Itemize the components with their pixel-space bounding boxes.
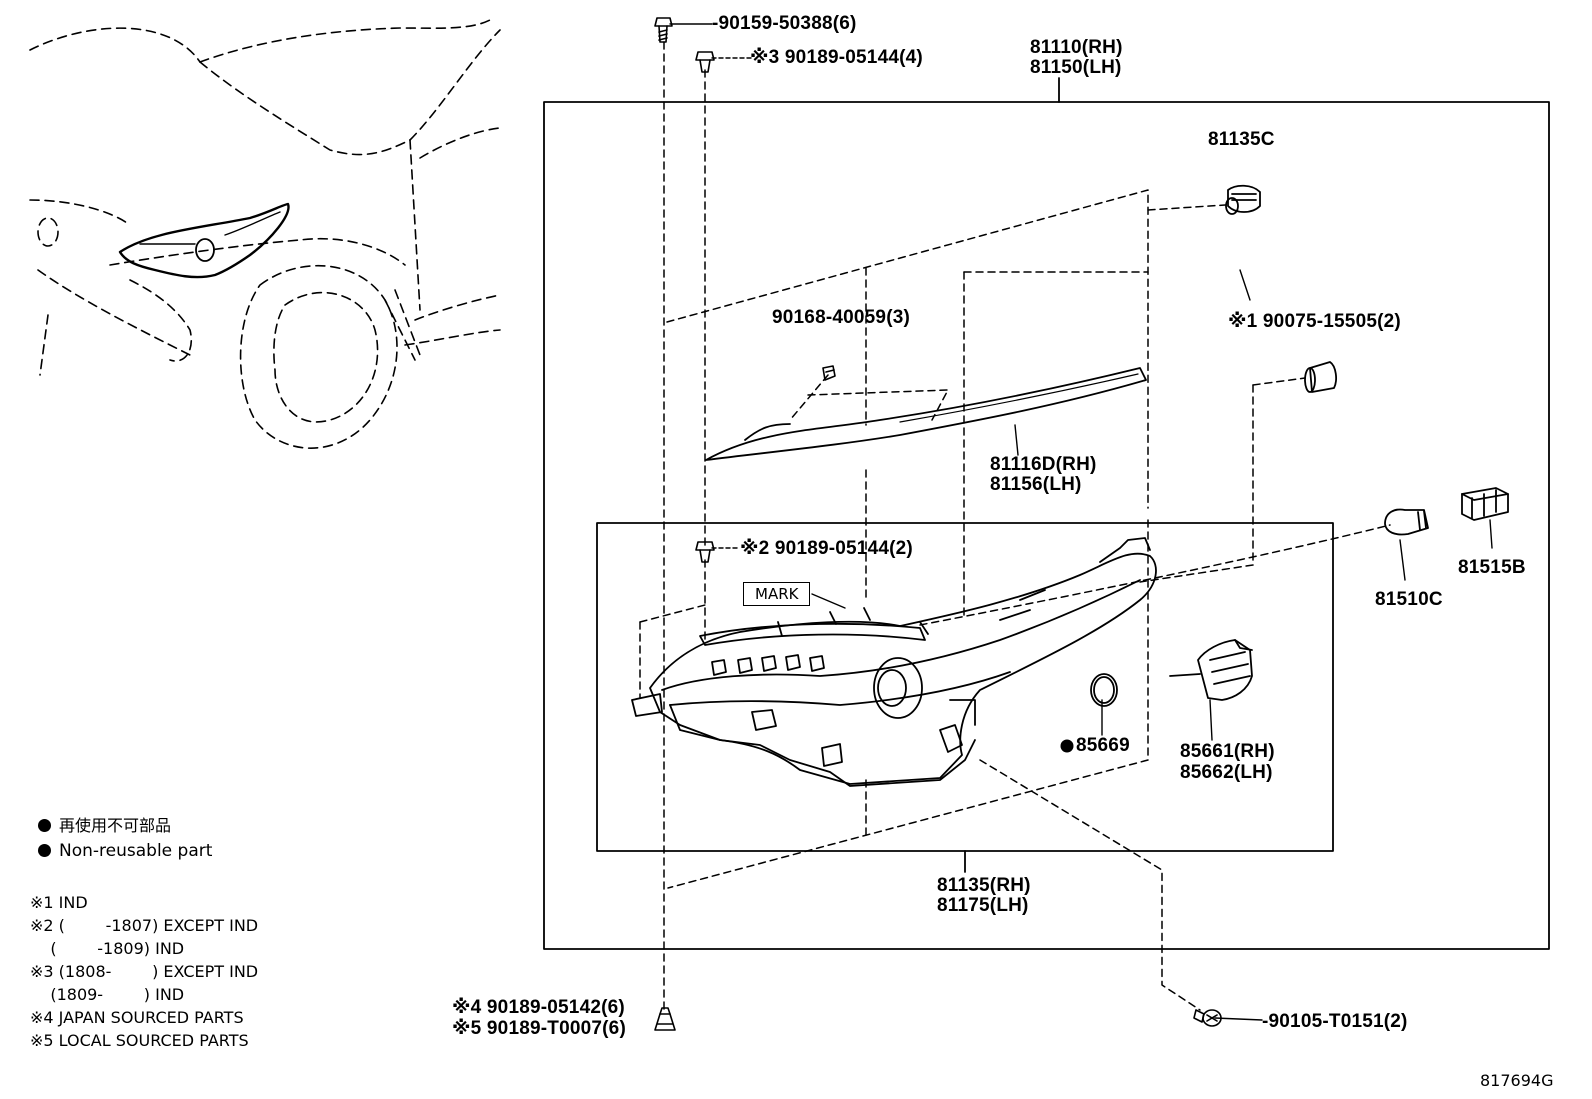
callout-motor-lh: 85662(LH) (1180, 762, 1273, 783)
diagram-id: 817694G (1480, 1071, 1554, 1090)
callout-screw-trim: 90168-40059(3) (772, 307, 911, 328)
callout-bulb-81510c: 81510C (1375, 589, 1443, 610)
callout-screw-bottom: -90105-T0151(2) (1262, 1011, 1408, 1032)
callout-clip-note3: ※3 90189-05144(4) (750, 47, 923, 68)
callout-trim-rh: 81116D(RH) (990, 454, 1097, 475)
legend-nonreusable-ja-text: 再使用不可部品 (59, 816, 172, 835)
mark-label: MARK (743, 582, 811, 606)
headlamp-unit-frame (596, 522, 1334, 852)
legend-note3b: (1809- ) IND (30, 985, 185, 1004)
callout-gasket: 85669 (1076, 735, 1130, 756)
clip-bottom-icon (654, 1007, 676, 1031)
legend-note4: ※4 JAPAN SOURCED PARTS (30, 1008, 244, 1027)
legend-bullet-icon (38, 819, 51, 832)
legend-note2b: ( -1809) IND (30, 939, 185, 958)
legend-note3a: ※3 (1808- ) EXCEPT IND (30, 962, 259, 981)
socket-81515b-icon (1461, 487, 1509, 521)
callout-motor-rh: 85661(RH) (1180, 741, 1275, 762)
headlamp-unit-icon (631, 537, 1157, 787)
vehicle-inset-illustration (29, 19, 501, 449)
callout-unit-rh: 81135(RH) (937, 875, 1031, 896)
bolt-top-icon (654, 17, 673, 43)
nonreusable-marker-icon (1060, 739, 1074, 753)
grommet-icon (1304, 361, 1337, 393)
callout-socket-81135c: 81135C (1208, 129, 1275, 150)
bulb-81510c-icon (1384, 508, 1429, 536)
legend-note1: ※1 IND (30, 893, 88, 912)
callout-assembly-rh: 81110(RH) (1030, 37, 1123, 58)
trim-strip-icon (705, 367, 1147, 461)
gasket-icon (1090, 673, 1118, 707)
assembly-outer-frame (543, 101, 1550, 950)
inset-headlamp-highlight (118, 202, 290, 279)
legend-nonreusable-en: Non-reusable part (38, 840, 212, 863)
clip-note3-icon (695, 51, 715, 73)
callout-trim-lh: 81156(LH) (990, 474, 1082, 495)
callout-leaders (669, 23, 1493, 1021)
callout-bolt-top: -90159-50388(6) (712, 13, 857, 34)
leveling-motor-icon (1169, 639, 1253, 701)
legend-nonreusable-ja: 再使用不可部品 (38, 814, 171, 837)
socket-81135c-icon (1225, 184, 1261, 215)
callout-unit-lh: 81175(LH) (937, 895, 1029, 916)
screw-bottom-icon (1193, 1009, 1222, 1027)
legend-note2a: ※2 ( -1807) EXCEPT IND (30, 916, 259, 935)
clip-note2-icon (695, 541, 715, 563)
callout-clip-note2: ※2 90189-05144(2) (740, 538, 913, 559)
callout-socket-81515b: 81515B (1458, 557, 1526, 578)
callout-clip-note4: ※4 90189-05142(6) (452, 997, 625, 1018)
legend-note5: ※5 LOCAL SOURCED PARTS (30, 1031, 249, 1050)
exploded-guide-lines (639, 41, 1391, 1011)
legend-bullet-icon (38, 844, 51, 857)
screw-trim-icon (822, 365, 836, 381)
callout-grommet-note1: ※1 90075-15505(2) (1228, 311, 1401, 332)
callout-clip-note5: ※5 90189-T0007(6) (452, 1018, 626, 1039)
callout-assembly-lh: 81150(LH) (1030, 57, 1122, 78)
legend-nonreusable-en-text: Non-reusable part (59, 841, 213, 861)
